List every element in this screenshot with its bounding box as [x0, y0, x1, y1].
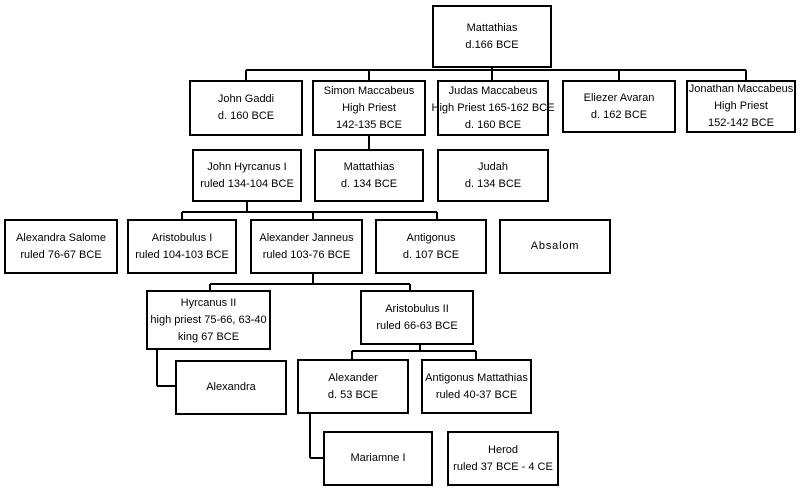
person-box-eliezer-avaran: Eliezer Avaran d. 162 BCE: [562, 80, 676, 133]
person-box-jonathan-maccabeus: Jonathan Maccabeus High Priest 152-142 B…: [686, 80, 796, 133]
person-name: Mattathias: [343, 160, 395, 173]
person-box-john-gaddi: John Gaddi d. 160 BCE: [189, 80, 303, 136]
person-title: High Priest: [714, 100, 768, 112]
person-dates: 142-135 BCE: [335, 118, 403, 131]
person-box-judah: Judah d. 134 BCE: [437, 149, 549, 202]
person-box-alexandra-salome: Alexandra Salome ruled 76-67 BCE: [4, 219, 118, 274]
person-name: Antigonus: [406, 231, 456, 244]
person-name: Judas Maccabeus: [448, 84, 538, 97]
person-name: John Gaddi: [217, 93, 275, 105]
person-box-alexandra: Alexandra: [175, 360, 287, 415]
person-box-herod: Herod ruled 37 BCE - 4 CE: [447, 431, 559, 486]
person-box-antigonus-mattathias: Antigonus Mattathias ruled 40-37 BCE: [421, 359, 532, 414]
person-box-simon-maccabeus: Simon Maccabeus High Priest 142-135 BCE: [312, 80, 426, 136]
person-dates: ruled 134-104 BCE: [200, 177, 294, 190]
person-box-aristobulus-ii: Aristobulus II ruled 66-63 BCE: [360, 290, 474, 345]
person-name: Eliezer Avaran: [583, 91, 655, 104]
person-name: Alexander Janneus: [259, 231, 354, 244]
person-dates: d. 107 BCE: [402, 248, 460, 261]
person-dates: ruled 37 BCE - 4 CE: [453, 460, 553, 473]
person-name: Hyrcanus II: [180, 296, 237, 309]
person-box-mattathias: Mattathias d.166 BCE: [432, 5, 552, 68]
person-title: High Priest: [342, 101, 396, 114]
person-box-alexander-janneus: Alexander Janneus ruled 103-76 BCE: [250, 219, 363, 274]
person-dates: ruled 104-103 BCE: [135, 248, 229, 261]
person-dates: ruled 76-67 BCE: [20, 248, 102, 261]
person-box-alexander: Alexander d. 53 BCE: [297, 359, 409, 414]
person-box-aristobulus-i: Aristobulus I ruled 104-103 BCE: [127, 219, 237, 274]
person-name: John Hyrcanus I: [207, 160, 287, 173]
person-name: Aristobulus I: [151, 231, 213, 244]
person-name: Antigonus Mattathias: [425, 371, 528, 384]
person-dates: d. 160 BCE: [464, 118, 522, 131]
person-dates: 152-142 BCE: [707, 117, 775, 129]
person-box-antigonus: Antigonus d. 107 BCE: [375, 219, 487, 274]
person-name: Mattathias: [466, 21, 518, 34]
person-name: Alexander: [328, 371, 378, 384]
person-dates: d. 162 BCE: [590, 108, 648, 121]
person-title: High Priest 165-162 BCE: [431, 101, 555, 114]
person-box-absalom: Absalom: [499, 219, 611, 274]
person-name: Simon Maccabeus: [323, 84, 415, 97]
person-dates: d.166 BCE: [465, 38, 519, 51]
person-name: Herod: [488, 443, 518, 456]
person-dates: ruled 40-37 BCE: [435, 388, 518, 401]
person-name: Absalom: [530, 240, 580, 252]
person-name: Jonathan Maccabeus: [688, 83, 794, 95]
person-box-mattathias-son: Mattathias d. 134 BCE: [314, 149, 424, 202]
person-dates: d. 53 BCE: [327, 388, 379, 401]
person-box-hyrcanus-ii: Hyrcanus II high priest 75-66, 63-40 kin…: [146, 290, 271, 350]
person-dates: ruled 66-63 BCE: [376, 319, 458, 332]
person-dates: king 67 BCE: [177, 330, 240, 343]
person-box-judas-maccabeus: Judas Maccabeus High Priest 165-162 BCE …: [432, 80, 554, 136]
person-box-john-hyrcanus-i: John Hyrcanus I ruled 134-104 BCE: [192, 149, 302, 202]
person-name: Alexandra: [206, 381, 256, 393]
person-name: Mariamne I: [350, 452, 406, 464]
person-name: Judah: [478, 160, 508, 173]
person-dates: d. 134 BCE: [340, 177, 398, 190]
person-box-mariamne-i: Mariamne I: [323, 431, 433, 486]
person-title: high priest 75-66, 63-40: [150, 313, 267, 326]
person-dates: d. 160 BCE: [217, 110, 275, 122]
person-name: Alexandra Salome: [16, 231, 106, 244]
person-dates: d. 134 BCE: [464, 177, 522, 190]
person-dates: ruled 103-76 BCE: [262, 248, 351, 261]
person-name: Aristobulus II: [385, 302, 449, 315]
